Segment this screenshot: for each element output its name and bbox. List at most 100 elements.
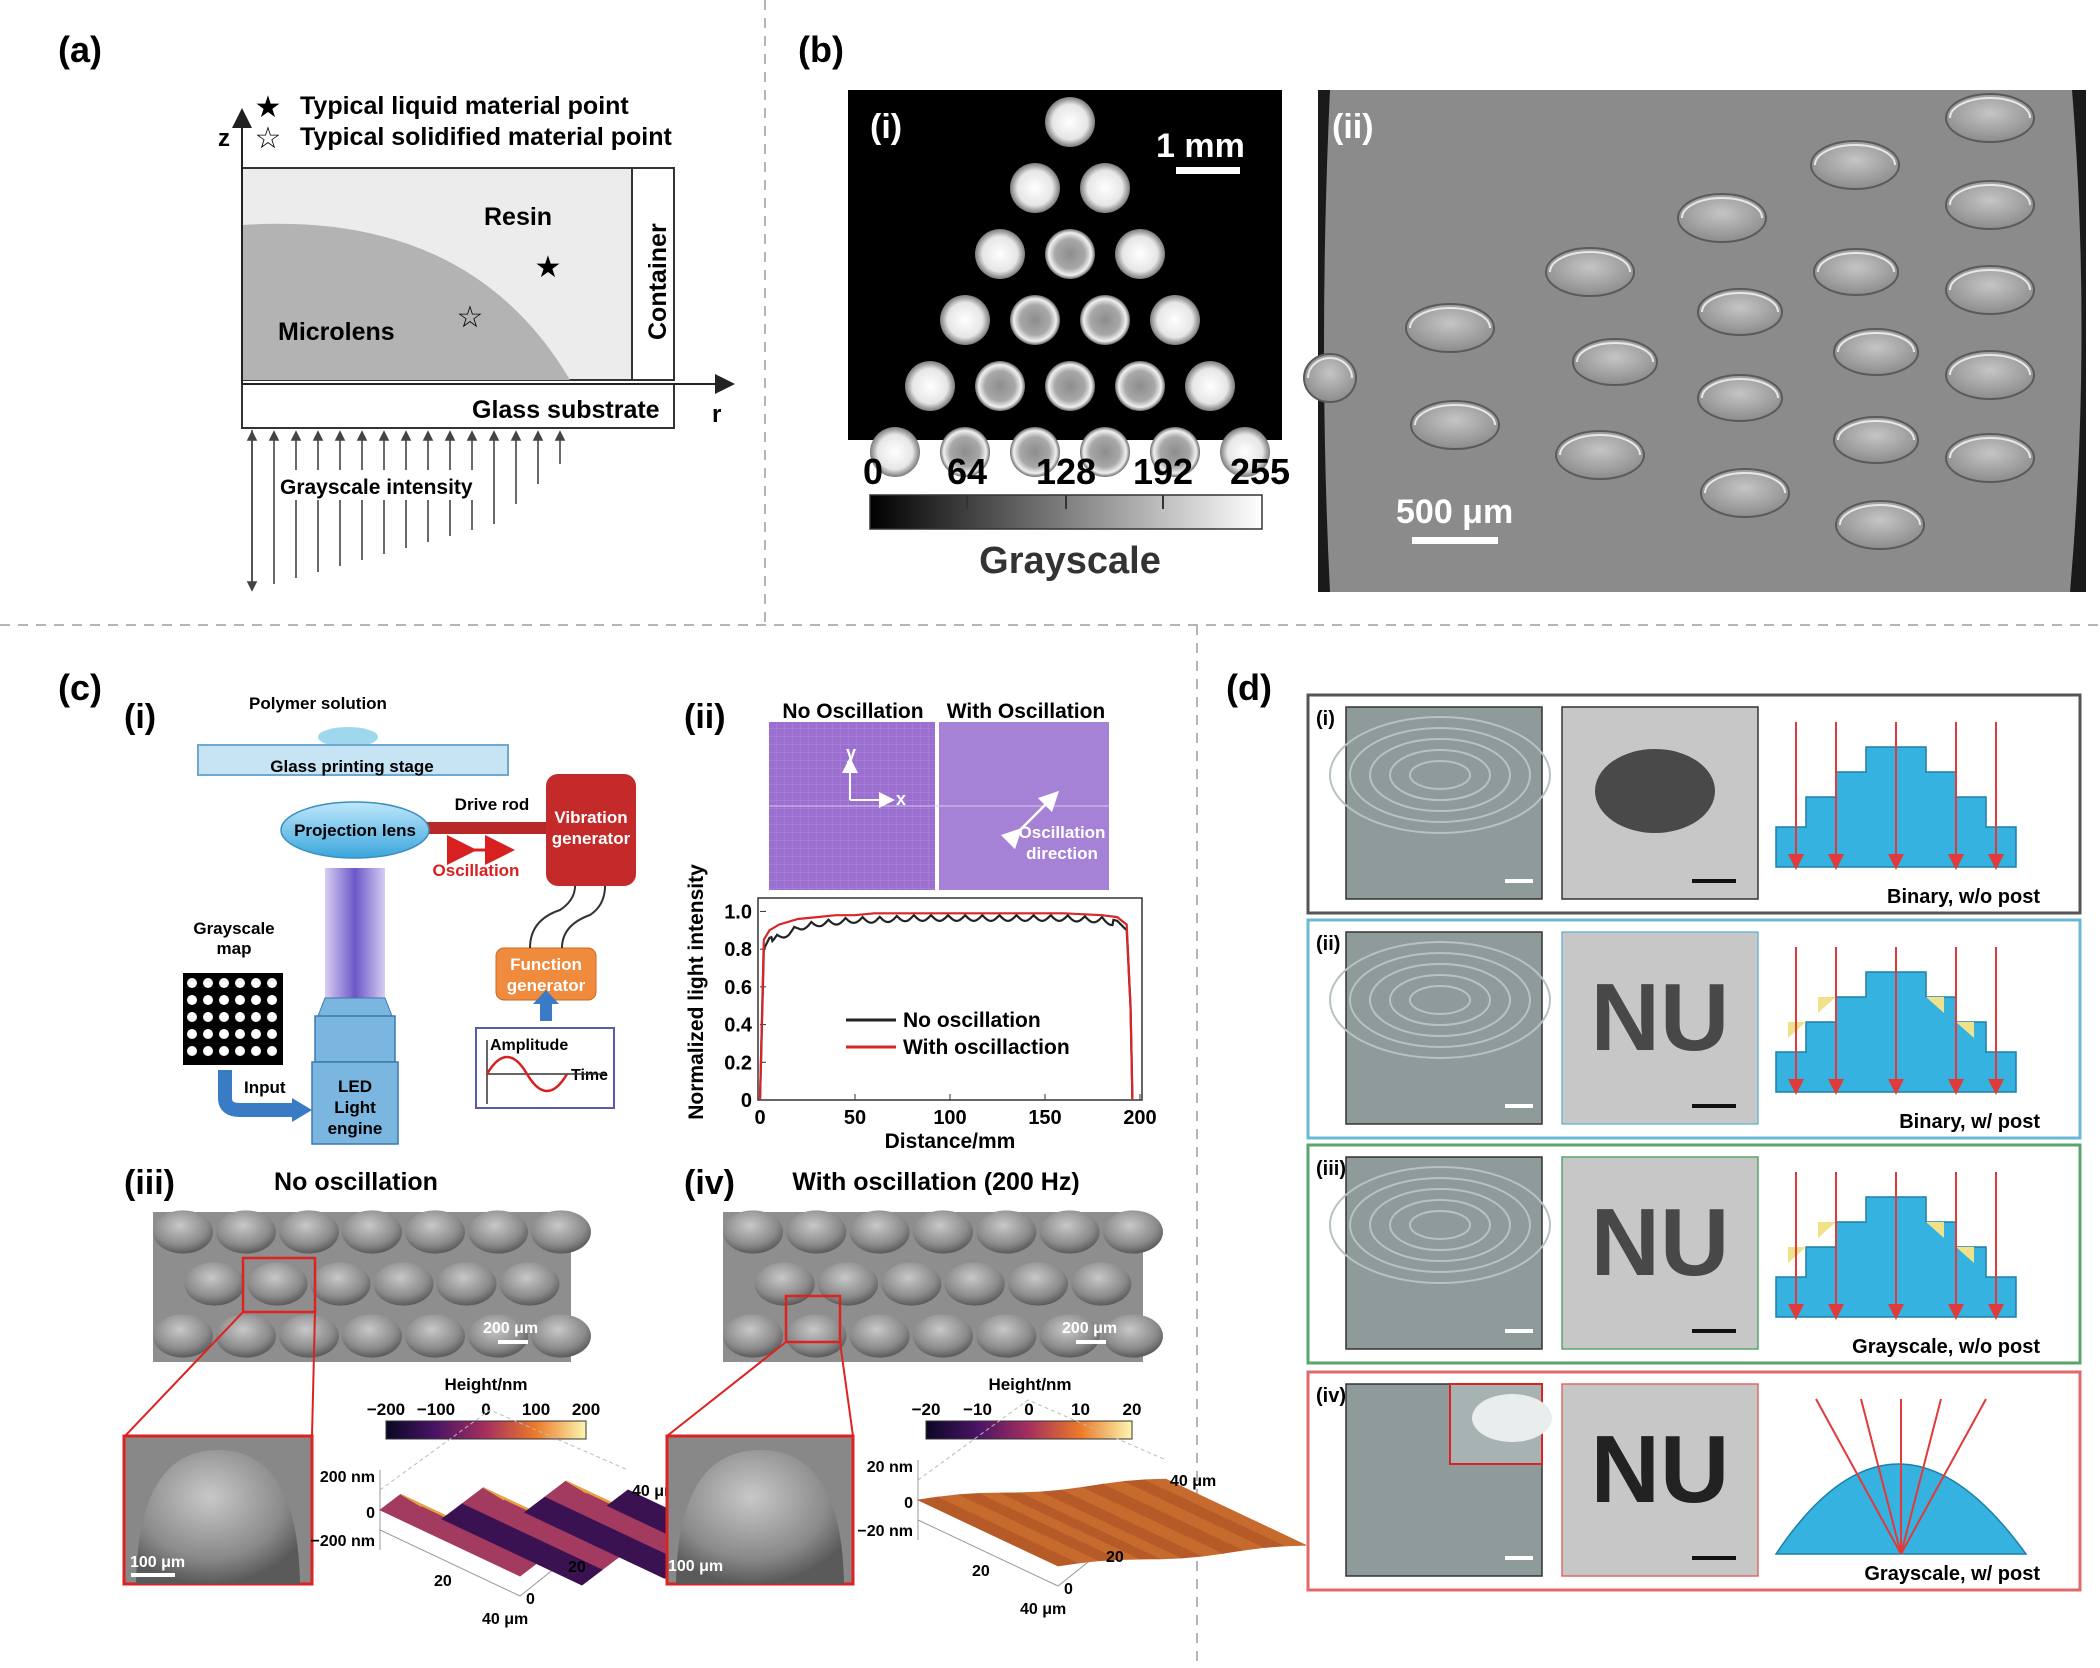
map-dot (187, 1012, 197, 1022)
projection-lens-label: Projection lens (294, 821, 416, 840)
sem-dome (468, 1210, 528, 1254)
d-scale-1 (1505, 1104, 1533, 1108)
sem-lens-highlight (1837, 332, 1915, 353)
y-tick-label: 0.4 (724, 1015, 753, 1037)
sem-lens (1945, 350, 2035, 400)
microlens-region (242, 223, 570, 380)
d-ring (1329, 716, 1551, 834)
cb-tick: 10 (1071, 1400, 1090, 1419)
panel-c-label: (c) (58, 667, 102, 708)
sem-lens (1833, 328, 1919, 376)
d-focus-ray (1900, 1398, 1942, 1555)
y-tick-20: 20 (434, 1573, 452, 1590)
d-ring (1369, 738, 1511, 812)
d-row-tag: (i) (1316, 708, 1335, 730)
d-post-fill (1956, 1247, 1974, 1263)
led-line1: LED (338, 1077, 372, 1096)
map-dot (187, 978, 197, 988)
intensity-arrow-head (356, 430, 368, 441)
legend-solid: Typical solidified material point (300, 123, 673, 151)
surface-top-frame (917, 1399, 1167, 1481)
panel-a: (a) ★ ☆ Typical liquid material point Ty… (58, 29, 735, 592)
scale-bar-500um (1412, 537, 1498, 544)
iii-scale-200: 200 μm (483, 1320, 538, 1337)
sem-lens-highlight (1949, 437, 2031, 459)
d-row-tag: (iv) (1316, 1385, 1346, 1407)
domes-no-osc (153, 1210, 591, 1358)
map-dot (219, 1046, 229, 1056)
function-gen-line1: Function (510, 955, 582, 974)
cb-tick-192: 192 (1133, 451, 1193, 492)
d-scale-1 (1505, 879, 1533, 883)
grayscale-spot (1010, 295, 1060, 345)
vibration-gen-line2: generator (552, 829, 631, 848)
y-tick-20: 20 (972, 1563, 990, 1580)
x-axis-label: x (896, 789, 906, 809)
legend-label-1: With oscillaction (903, 1036, 1070, 1059)
surface-strip (1145, 1478, 1307, 1547)
no-osc-header: No Oscillation (782, 700, 923, 723)
sem-lens-highlight (1949, 97, 2031, 119)
z-tick-top: 20 nm (867, 1459, 913, 1476)
grayscale-spot (975, 229, 1025, 279)
d-row-tag: (ii) (1316, 933, 1340, 955)
d-row-frame (1306, 1370, 2082, 1592)
sem-lens (1697, 288, 1783, 336)
intensity-arrow-head (510, 430, 522, 441)
domes-with-osc (723, 1210, 1163, 1358)
sem-dome (976, 1210, 1037, 1254)
grayscale-spot (1010, 427, 1060, 477)
cb-tick: −10 (963, 1400, 992, 1419)
scale-500um: 500 μm (1396, 493, 1513, 531)
d-ring (1409, 760, 1471, 790)
grayscale-spot-array (870, 97, 1270, 477)
sem-dome (818, 1262, 878, 1306)
chart-ylabel: Normalized light intensity (685, 864, 708, 1120)
iv-scale-100: 100 μm (668, 1558, 723, 1575)
grayscale-map-dots (187, 978, 277, 1056)
grayscale-spot (1185, 361, 1235, 411)
d-row-caption: Binary, w/ post (1899, 1111, 2040, 1133)
map-dot (251, 1029, 261, 1039)
grayscale-spot (1045, 97, 1095, 147)
d-post-fill (1926, 1222, 1944, 1238)
iv-colorbar (925, 1420, 1133, 1440)
drive-rod-label: Drive rod (455, 795, 530, 814)
sem-ellipse-lenses (1303, 93, 2035, 550)
grayscale-spot (1115, 361, 1165, 411)
sem-dome (531, 1314, 591, 1358)
panel-c: (c) (i) Polymer solution Glass printing … (58, 667, 1307, 1628)
d-post-fill (1818, 1222, 1836, 1238)
input-arrow (218, 1070, 292, 1117)
z-tick-bottom: −20 nm (857, 1523, 913, 1540)
d-ring (1329, 1166, 1551, 1284)
cb-tick-128: 128 (1036, 451, 1096, 492)
stage-label: Glass printing stage (270, 757, 433, 776)
sem-dome (849, 1314, 910, 1358)
cb-tick: 20 (1123, 1400, 1142, 1419)
map-dot (203, 1029, 213, 1039)
amplitude-label: Amplitude (490, 1037, 568, 1054)
grayscale-spot (870, 427, 920, 477)
y-tick-label: 0 (741, 1090, 752, 1112)
sem-lens (1945, 93, 2035, 143)
d-focus-ray (1900, 1398, 1987, 1555)
x-tick-label: 50 (844, 1107, 866, 1129)
vibration-generator (546, 774, 636, 886)
sem-dome (216, 1210, 276, 1254)
intensity-arrows (246, 430, 566, 592)
sem-lens (1410, 400, 1500, 450)
sem-lens (1572, 338, 1658, 386)
sem-lens (1810, 140, 1900, 190)
led-line3: engine (328, 1119, 383, 1138)
d-scale-2 (1692, 1104, 1736, 1108)
y-tick-label: 0.6 (724, 977, 752, 999)
d-scale-2 (1692, 1556, 1736, 1560)
intensity-arrow-head (268, 430, 280, 441)
grayscale-spot (1150, 295, 1200, 345)
sem-dome (216, 1314, 276, 1358)
panel-b-label: (b) (798, 29, 844, 70)
sem-lens-highlight (1559, 434, 1641, 456)
